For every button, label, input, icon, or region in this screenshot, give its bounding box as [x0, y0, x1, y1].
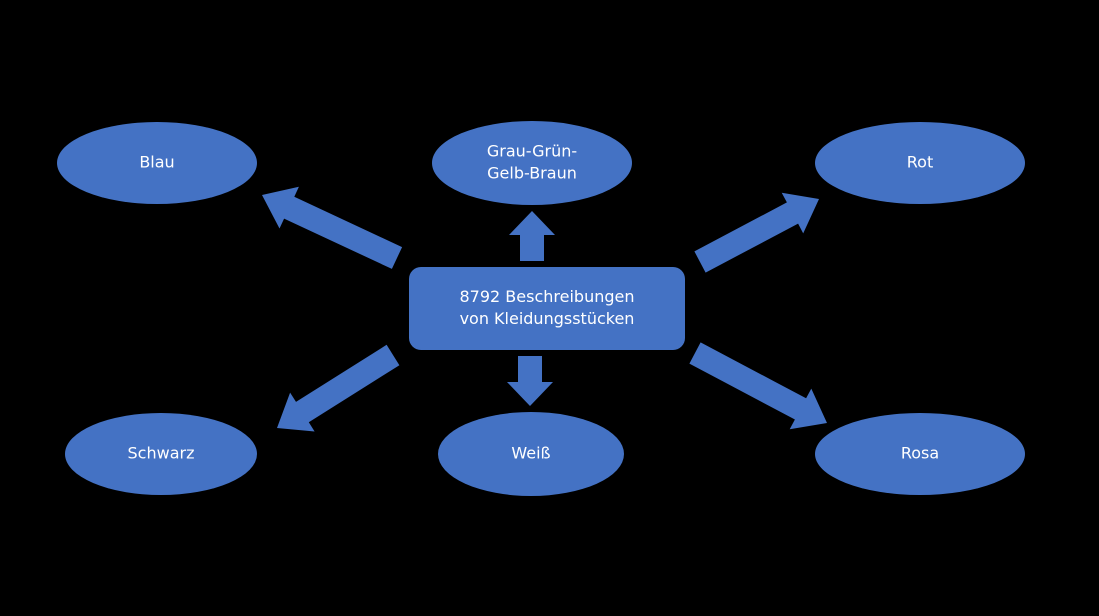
center-node-shape [409, 267, 685, 350]
center-node[interactable]: 8792 Beschreibungen von Kleidungsstücken [409, 267, 685, 350]
category-node-blau[interactable]: Blau [57, 122, 257, 204]
category-node-schwarz[interactable]: Schwarz [65, 413, 257, 495]
arrow-to-rosa [689, 342, 827, 430]
arrow-to-blau [262, 186, 403, 269]
category-node-schwarz-label-line-1: Schwarz [128, 444, 195, 463]
center-node-label-line-1: 8792 Beschreibungen [460, 287, 635, 306]
category-node-weiss-label-line-1: Weiß [511, 444, 550, 463]
arrows-layer [262, 186, 827, 432]
category-node-grau-gruen-gelb-braun-label-line-2: Gelb-Braun [487, 164, 577, 183]
category-node-rot[interactable]: Rot [815, 122, 1025, 204]
nodes-layer: 8792 Beschreibungen von Kleidungsstücken B… [57, 121, 1025, 496]
category-node-grau-gruen-gelb-braun-label-line-1: Grau-Grün- [487, 142, 577, 161]
category-node-schwarz-shape [65, 413, 257, 495]
arrow-to-grau-gruen-gelb-braun [509, 211, 555, 261]
category-node-grau-gruen-gelb-braun[interactable]: Grau-Grün- Gelb-Braun [432, 121, 632, 205]
arrow-to-weiss [507, 356, 553, 406]
category-node-rosa-label-line-1: Rosa [901, 444, 939, 463]
category-node-weiss-shape [438, 412, 624, 496]
category-node-grau-gruen-gelb-braun-shape [432, 121, 632, 205]
arrow-to-schwarz [277, 344, 400, 432]
arrow-to-rot [694, 192, 819, 273]
category-node-weiss[interactable]: Weiß [438, 412, 624, 496]
category-node-rosa-shape [815, 413, 1025, 495]
category-node-blau-shape [57, 122, 257, 204]
category-node-rot-label-line-1: Rot [907, 153, 933, 172]
category-node-rot-shape [815, 122, 1025, 204]
category-node-blau-label-line-1: Blau [139, 153, 174, 172]
category-node-rosa[interactable]: Rosa [815, 413, 1025, 495]
center-node-label-line-2: von Kleidungsstücken [460, 309, 635, 328]
